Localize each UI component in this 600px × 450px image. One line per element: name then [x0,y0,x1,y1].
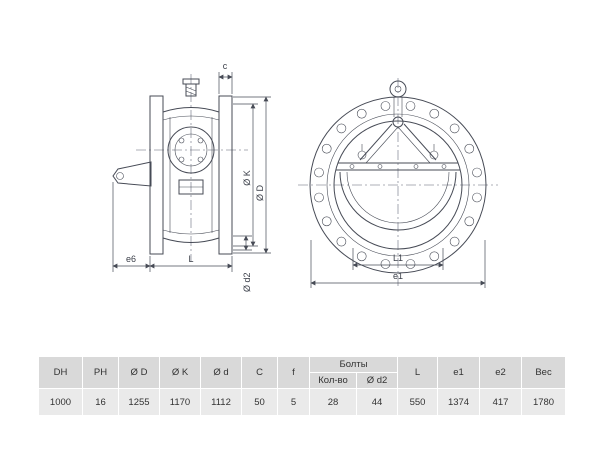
right-view-hinge [357,97,439,164]
right-view: L1 e1 [298,78,498,288]
dim-e1-label: e1 [393,271,403,281]
value-c: 50 [241,388,278,416]
value-od: 1255 [118,388,160,416]
col-header-ph: PH [82,356,119,389]
col-header-f: f [277,356,310,389]
left-view-dim-bottom: е6 L [112,182,233,272]
col-header-l: L [397,356,439,389]
col-header-bolts-od2: Ø d2 [355,372,399,389]
value-l: 550 [397,388,439,416]
value-e2: 417 [479,388,523,416]
right-view-lifting-eye [389,80,407,98]
col-header-c: C [241,356,278,389]
spec-table: DH PH Ø D Ø K Ø d C f Болты L e1 e2 Вес … [38,356,567,416]
value-f: 5 [277,388,310,416]
right-view-dim-l1: L1 [352,248,444,270]
dim-ok-label: Ø K [242,170,252,186]
right-view-dim-e1: e1 [310,240,486,288]
dim-l-label: L [188,254,193,264]
left-view-boss [167,126,215,174]
dim-e6-label: е6 [126,254,136,264]
col-header-dh: DH [38,356,83,389]
value-ph: 16 [82,388,119,416]
col-header-bolts-group: Болты [308,356,399,373]
value-od-small: 1112 [200,388,242,416]
col-header-e2: e2 [479,356,523,389]
col-header-od: Ø D [118,356,160,389]
left-view: c Ø K Ø D е6 L [112,61,271,292]
left-view-dim-od2: Ø d2 [233,235,252,292]
right-view-bolt-holes [314,101,482,269]
value-dh: 1000 [38,388,83,416]
col-header-bolts-qty: Кол-во [309,372,357,389]
dim-od2-label: Ø d2 [242,272,252,292]
value-bolts-qty: 28 [309,388,357,416]
header-row-1: DH PH Ø D Ø K Ø d C f Болты L e1 e2 Вес [38,356,567,389]
left-view-dim-c: c [218,61,233,94]
header-row-2: Кол-во Ø d2 [39,372,566,389]
value-ok: 1170 [159,388,201,416]
left-view-lever [112,161,152,187]
left-view-dim-ok: Ø K [233,103,258,247]
value-bolts-od2: 44 [355,388,399,416]
col-header-ok: Ø K [159,356,201,389]
dim-l1-label: L1 [393,253,403,263]
left-view-body [162,107,220,243]
col-header-weight: Вес [521,356,567,389]
right-view-disc [336,162,460,231]
col-header-e1: e1 [437,356,481,389]
col-header-od-small: Ø d [200,356,242,389]
value-row: 1000 16 1255 1170 1112 50 5 28 44 550 13… [38,388,567,416]
left-view-dim-od: Ø D [233,96,271,254]
value-weight: 1780 [521,388,567,416]
left-view-nameplate [178,179,204,195]
value-e1: 1374 [437,388,481,416]
dim-c-label: c [223,61,228,71]
dim-od-label: Ø D [255,185,265,202]
valve-technical-drawing: c Ø K Ø D е6 L [112,61,498,292]
left-view-stem [182,78,200,97]
left-view-flanges [149,95,233,255]
